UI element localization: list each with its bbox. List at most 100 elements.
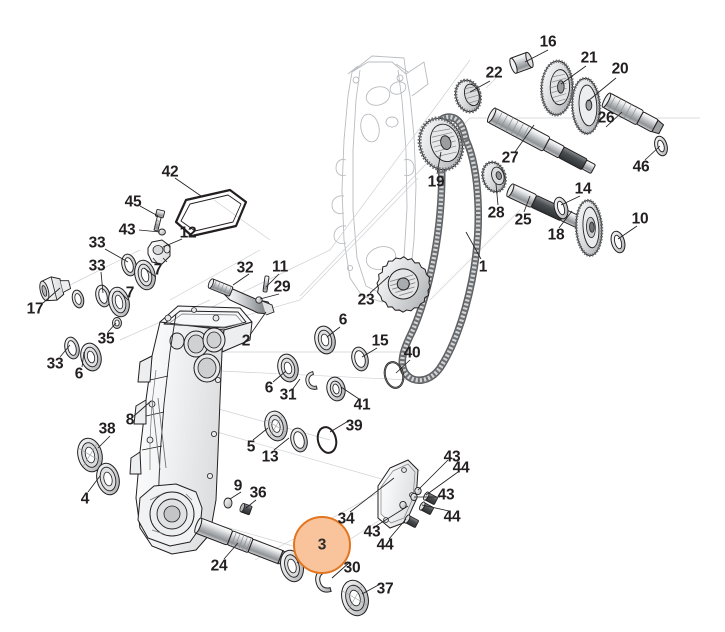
- callout-40[interactable]: 40: [403, 344, 421, 362]
- leader-line: [229, 491, 242, 500]
- gasket-42: [174, 188, 248, 238]
- callout-13[interactable]: 13: [261, 448, 279, 466]
- pinion-22: [453, 78, 483, 114]
- callout-30[interactable]: 30: [343, 559, 361, 577]
- leader-line: [558, 210, 573, 229]
- callout-17[interactable]: 17: [26, 300, 44, 318]
- callout-33[interactable]: 33: [46, 355, 64, 373]
- callout-1[interactable]: 1: [478, 258, 488, 276]
- callout-6[interactable]: 6: [338, 311, 348, 329]
- callout-6[interactable]: 6: [74, 365, 84, 383]
- callout-21[interactable]: 21: [580, 49, 598, 67]
- callout-26[interactable]: 26: [597, 109, 615, 127]
- callout-44[interactable]: 44: [452, 459, 470, 477]
- callout-32[interactable]: 32: [236, 259, 254, 277]
- callout-10[interactable]: 10: [631, 210, 649, 228]
- callout-9[interactable]: 9: [233, 477, 243, 495]
- bearing-5: [264, 410, 288, 442]
- callout-34[interactable]: 34: [337, 510, 355, 528]
- callout-43[interactable]: 43: [437, 486, 455, 504]
- callout-31[interactable]: 31: [279, 386, 297, 404]
- callout-37[interactable]: 37: [376, 580, 394, 598]
- circlip-30: [315, 567, 332, 593]
- leader-line: [465, 231, 482, 260]
- callout-46[interactable]: 46: [632, 158, 650, 176]
- callout-23[interactable]: 23: [357, 291, 375, 309]
- callout-45[interactable]: 45: [124, 193, 142, 211]
- callout-22[interactable]: 22: [485, 64, 503, 82]
- leader-line: [524, 49, 549, 63]
- callout-12[interactable]: 12: [179, 224, 197, 242]
- callout-3[interactable]: 3: [317, 536, 327, 554]
- callout-6[interactable]: 6: [264, 379, 274, 397]
- callout-43[interactable]: 43: [443, 448, 461, 466]
- connector-17: [39, 276, 72, 302]
- leader-line: [245, 499, 257, 509]
- callout-29[interactable]: 29: [273, 278, 291, 296]
- leader-line: [349, 477, 395, 513]
- leader-line: [436, 151, 442, 175]
- callout-35[interactable]: 35: [97, 330, 115, 348]
- leader-line: [133, 400, 152, 417]
- pin-11: [262, 275, 270, 293]
- oring-40: [383, 361, 405, 389]
- callout-18[interactable]: 18: [547, 226, 565, 244]
- leader-line: [138, 229, 161, 233]
- callout-42[interactable]: 42: [161, 163, 179, 181]
- highlight-circle-part-3[interactable]: [293, 516, 351, 574]
- leader-line: [291, 378, 301, 391]
- callout-25[interactable]: 25: [514, 211, 532, 229]
- callout-7[interactable]: 7: [125, 284, 135, 302]
- ball-29: [255, 296, 263, 304]
- callout-44[interactable]: 44: [443, 508, 461, 526]
- sprocket-23: [376, 256, 431, 313]
- callout-11[interactable]: 11: [272, 258, 288, 276]
- callout-16[interactable]: 16: [539, 33, 557, 51]
- leader-line: [523, 195, 531, 213]
- callout-8[interactable]: 8: [125, 411, 135, 429]
- callout-44[interactable]: 44: [376, 536, 394, 554]
- callout-36[interactable]: 36: [249, 484, 267, 502]
- callout-14[interactable]: 14: [574, 180, 592, 198]
- leader-line: [252, 427, 269, 441]
- callout-38[interactable]: 38: [98, 420, 116, 438]
- leader-line: [223, 542, 239, 560]
- callout-20[interactable]: 20: [611, 60, 629, 78]
- callout-15[interactable]: 15: [371, 332, 389, 350]
- callout-24[interactable]: 24: [210, 557, 228, 575]
- callout-7[interactable]: 7: [153, 261, 163, 279]
- leader-line: [587, 77, 617, 102]
- callout-28[interactable]: 28: [487, 204, 505, 222]
- callout-43[interactable]: 43: [363, 523, 381, 541]
- callout-33[interactable]: 33: [88, 257, 106, 275]
- sleeve-16: [509, 51, 534, 74]
- callout-41[interactable]: 41: [353, 396, 371, 414]
- leader-line: [605, 111, 623, 128]
- leader-line: [329, 419, 351, 433]
- callout-39[interactable]: 39: [345, 417, 363, 435]
- leader-lines: [42, 49, 661, 595]
- shaft-27: [486, 107, 596, 174]
- pinion-28: [481, 160, 507, 194]
- bearing-4: [96, 462, 120, 496]
- leader-line: [97, 435, 111, 449]
- leader-line: [421, 504, 450, 512]
- callout-27[interactable]: 27: [501, 149, 519, 167]
- callout-33[interactable]: 33: [88, 234, 106, 252]
- callout-2[interactable]: 2: [241, 332, 251, 350]
- callout-4[interactable]: 4: [80, 490, 90, 508]
- screw-44-c: [404, 514, 419, 528]
- bearing-37: [341, 579, 369, 617]
- leader-line: [59, 344, 71, 358]
- callout-19[interactable]: 19: [427, 173, 445, 191]
- callout-43[interactable]: 43: [118, 221, 136, 239]
- leader-line: [174, 177, 202, 197]
- leader-line: [617, 225, 638, 240]
- leader-line: [644, 145, 661, 161]
- leader-line: [369, 275, 390, 294]
- seal-17-washer: [71, 289, 85, 309]
- circlip-31: [305, 370, 318, 390]
- callout-5[interactable]: 5: [246, 438, 256, 456]
